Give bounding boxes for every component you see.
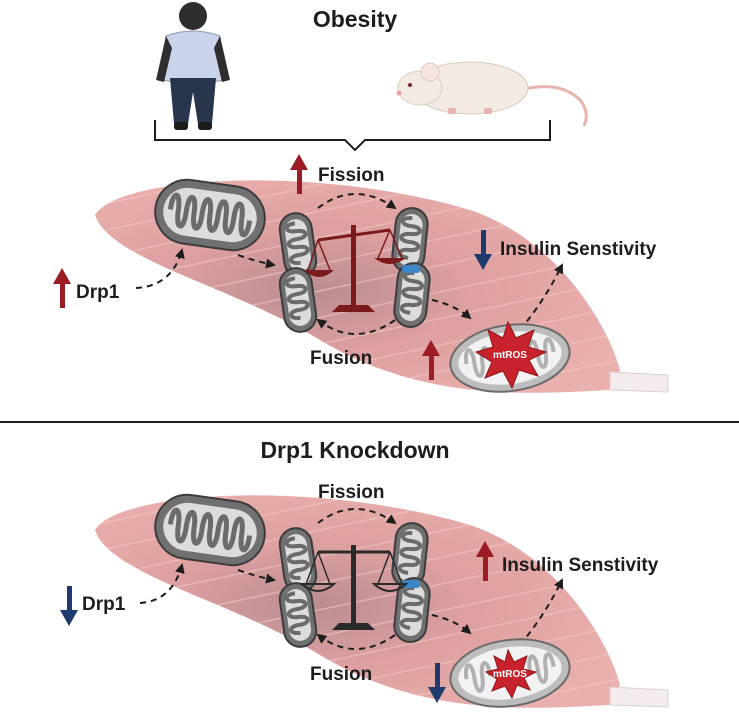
mtros-label: mtROS	[493, 669, 527, 680]
flow-arrow	[431, 299, 472, 320]
flow-arrow	[139, 563, 185, 604]
up-arrow-icon	[53, 268, 71, 308]
drp1-ring	[402, 580, 420, 588]
flow-arrow	[237, 569, 276, 584]
mtros-label: mtROS	[493, 350, 527, 361]
top-panel: Obesity	[53, 2, 669, 402]
balance-scale-icon	[299, 545, 409, 630]
down-arrow-icon	[428, 663, 446, 703]
ros-burst-icon	[474, 320, 548, 390]
down-arrow-icon	[474, 230, 492, 270]
drp1-label: Drp1	[76, 282, 120, 303]
grouping-bracket	[154, 120, 551, 152]
flow-arrow	[135, 248, 185, 289]
fission-label: Fission	[318, 165, 385, 186]
fusion-label: Fusion	[310, 664, 372, 685]
fission-label: Fission	[318, 482, 385, 503]
up-arrow-icon	[476, 541, 494, 581]
up-arrow-icon	[290, 154, 308, 194]
drp1-label: Drp1	[82, 594, 126, 615]
up-arrow-icon	[422, 340, 440, 380]
balance-scale-icon	[304, 225, 406, 312]
mouse-icon	[396, 61, 588, 127]
drp1-ring	[402, 265, 420, 273]
flow-arrow	[519, 263, 564, 331]
fusion-label: Fusion	[310, 348, 372, 369]
insulin-sensitivity-label: Insulin Senstivity	[502, 555, 659, 576]
ros-burst-icon	[484, 648, 538, 700]
flow-arrow	[237, 254, 276, 269]
down-arrow-icon	[60, 586, 78, 626]
bottom-panel-title: Drp1 Knockdown	[260, 437, 449, 463]
human-icon	[156, 2, 230, 130]
flow-arrow	[519, 578, 564, 646]
insulin-sensitivity-label: Insulin Senstivity	[500, 239, 657, 260]
bottom-panel: Drp1 Knockdown	[60, 437, 669, 717]
flow-arrow	[431, 614, 472, 635]
top-panel-title: Obesity	[313, 6, 398, 32]
